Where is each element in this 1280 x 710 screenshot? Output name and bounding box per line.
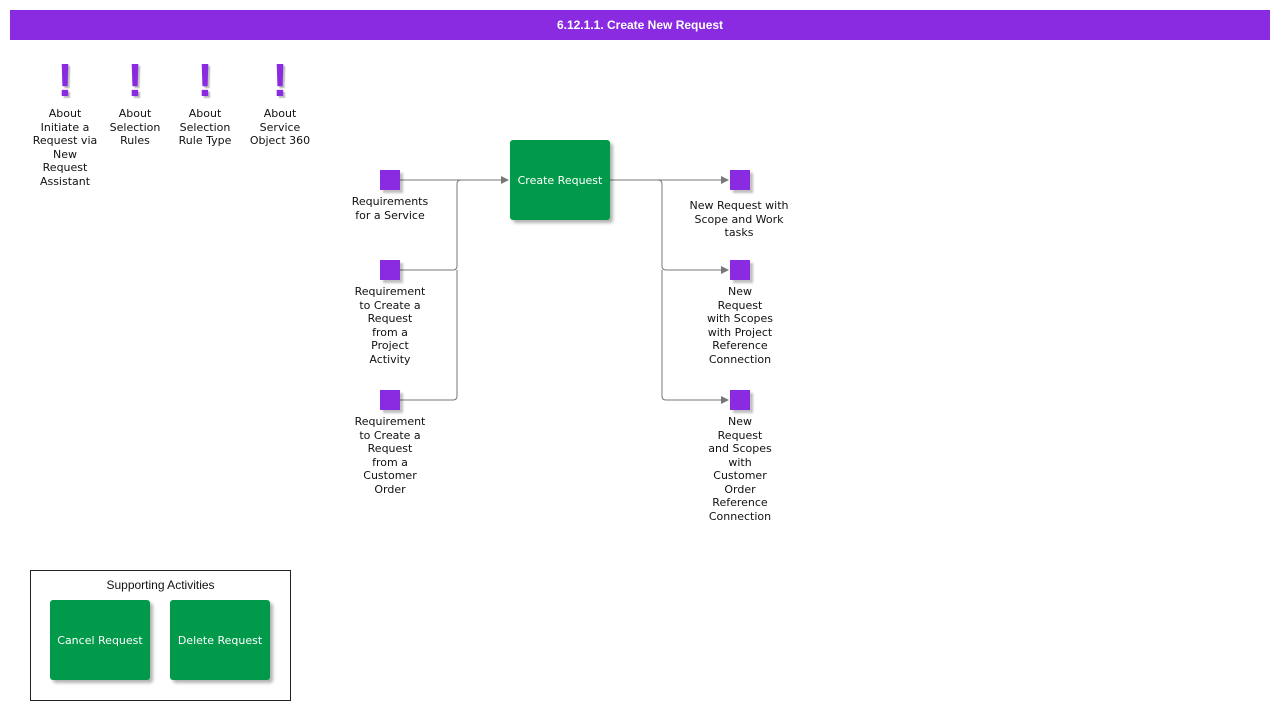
output-label: New Request with Scope and Work tasks (689, 199, 789, 239)
connector-input-2 (400, 179, 462, 271)
output-node-scope-work-tasks[interactable] (730, 170, 750, 190)
about-selection-rule-type[interactable]: ! About Selection Rule Type (167, 57, 243, 148)
cancel-request-button[interactable]: Cancel Request (50, 600, 150, 680)
delete-request-button[interactable]: Delete Request (170, 600, 270, 680)
connector-output-3 (661, 270, 729, 404)
create-request-process[interactable]: Create Request (510, 140, 610, 220)
input-label: Requirements for a Service (351, 195, 429, 222)
input-node-project-activity[interactable] (380, 260, 400, 280)
input-label: Requirement to Create a Request from a C… (354, 415, 426, 496)
exclamation-icon: ! (272, 54, 288, 106)
input-label: Requirement to Create a Request from a P… (354, 285, 426, 366)
supporting-activities-title: Supporting Activities (106, 578, 215, 592)
exclamation-icon: ! (197, 54, 213, 106)
about-service-object-360[interactable]: ! About Service Object 360 (242, 57, 318, 148)
about-label: About Selection Rule Type (178, 107, 232, 147)
about-initiate-request-assistant[interactable]: ! About Initiate a Request via New Reque… (27, 57, 103, 188)
supporting-activities-panel: Supporting Activities Cancel Request Del… (30, 570, 291, 701)
output-node-project-reference[interactable] (730, 260, 750, 280)
exclamation-icon: ! (57, 54, 73, 106)
input-node-requirements-service[interactable] (380, 170, 400, 190)
output-label: New Request with Scopes with Project Ref… (706, 285, 774, 366)
output-label: New Request and Scopes with Customer Ord… (708, 415, 772, 523)
about-label: About Selection Rules (109, 107, 161, 147)
connector-input-3 (400, 270, 458, 401)
page-title: 6.12.1.1. Create New Request (10, 10, 1270, 40)
about-selection-rules[interactable]: ! About Selection Rules (97, 57, 173, 148)
input-node-customer-order[interactable] (380, 390, 400, 410)
about-label: About Initiate a Request via New Request… (32, 107, 98, 188)
output-node-customer-order-reference[interactable] (730, 390, 750, 410)
connector-output-2 (657, 179, 729, 274)
exclamation-icon: ! (127, 54, 143, 106)
about-label: About Service Object 360 (249, 107, 311, 147)
